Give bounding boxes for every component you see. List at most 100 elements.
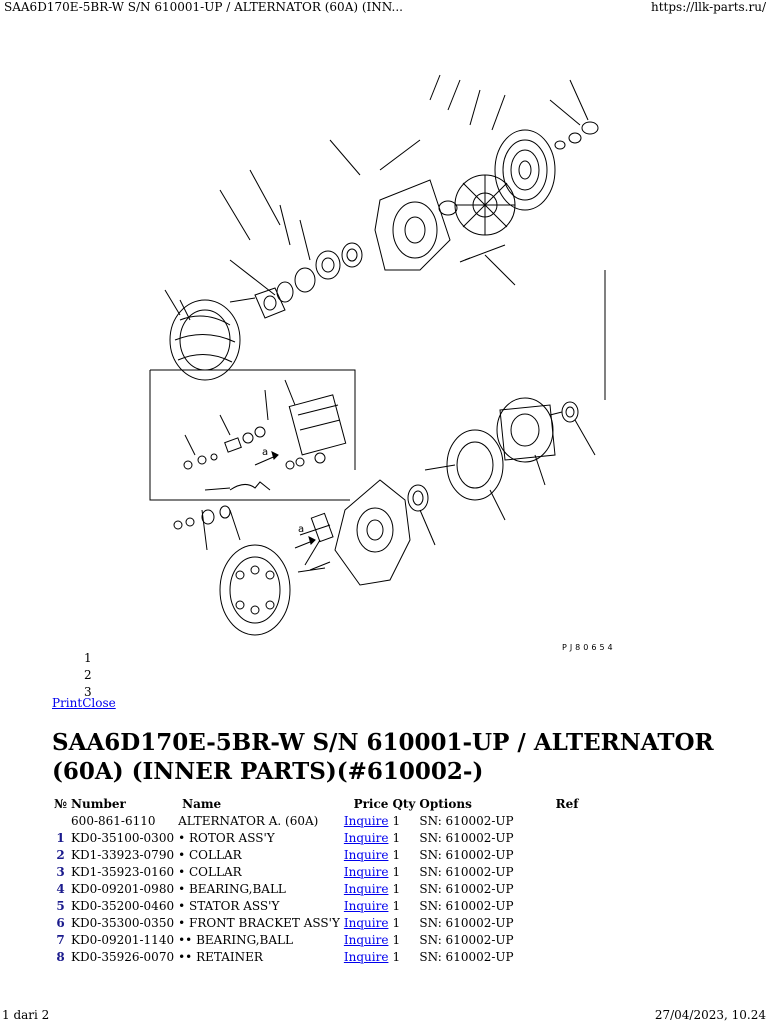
row-price-cell: Inquire <box>342 932 391 949</box>
row-ref-number: 6 <box>56 916 65 930</box>
diagram-page-item[interactable]: 1 <box>84 651 92 665</box>
diagram-page-list: 1 2 3 <box>60 650 92 701</box>
diagram-page-item[interactable]: 2 <box>84 668 92 682</box>
row-part-number: KD0-35100-0300 <box>71 831 175 845</box>
column-header-options: Options <box>419 797 472 811</box>
row-price-cell: Inquire <box>342 864 391 881</box>
row-part-name: • STATOR ASS'Y <box>178 899 280 913</box>
row-qty: 1 <box>392 831 401 845</box>
row-qty: 1 <box>392 848 401 862</box>
inquire-link[interactable]: Inquire <box>343 865 389 879</box>
row-part-number: KD0-35300-0350 <box>71 916 175 930</box>
print-close-links: PrintClose <box>52 696 116 710</box>
row-ref <box>516 915 581 932</box>
page-title: SAA6D170E-5BR-W S/N 610001-UP / ALTERNAT… <box>52 729 714 785</box>
parts-table: № Number Name Price Qty Options Ref 600-… <box>52 796 580 966</box>
print-header-title: SAA6D170E-5BR-W S/N 610001-UP / ALTERNAT… <box>4 0 403 14</box>
row-ref-number: 5 <box>56 899 65 913</box>
row-part-number: KD1-35923-0160 <box>71 865 175 879</box>
row-ref <box>516 881 581 898</box>
row-part-number: 600-861-6110 <box>71 814 156 828</box>
row-part-name: •• RETAINER <box>178 950 263 964</box>
row-ref <box>516 898 581 915</box>
inquire-link[interactable]: Inquire <box>343 950 389 964</box>
exploded-parts-diagram: a a PJ80654 <box>149 74 616 652</box>
row-ref-number: 7 <box>56 933 65 947</box>
inquire-link[interactable]: Inquire <box>343 831 389 845</box>
callout-a-upper: a <box>262 447 268 458</box>
row-options: SN: 610002-UP <box>419 899 514 913</box>
row-ref-number <box>52 813 69 830</box>
diagram-code: PJ80654 <box>562 643 616 652</box>
row-ref <box>516 830 581 847</box>
table-header-row: № Number Name Price Qty Options Ref <box>52 796 580 813</box>
inquire-link[interactable]: Inquire <box>343 848 389 862</box>
row-ref <box>516 813 581 830</box>
column-header-number: Number <box>71 797 126 811</box>
row-part-number: KD0-35200-0460 <box>71 899 175 913</box>
print-link[interactable]: Print <box>52 696 83 710</box>
row-ref <box>516 864 581 881</box>
row-options: SN: 610002-UP <box>419 848 514 862</box>
row-price-cell: Inquire <box>342 949 391 966</box>
inquire-link[interactable]: Inquire <box>343 882 389 896</box>
row-qty: 1 <box>392 865 401 879</box>
row-qty: 1 <box>392 950 401 964</box>
row-ref <box>516 932 581 949</box>
row-part-name: • BEARING,BALL <box>178 882 286 896</box>
column-header-ref: Ref <box>555 797 579 811</box>
row-price-cell: Inquire <box>342 847 391 864</box>
row-options: SN: 610002-UP <box>419 882 514 896</box>
row-part-name: • ROTOR ASS'Y <box>178 831 275 845</box>
print-header-url: https://llk-parts.ru/ <box>650 0 766 14</box>
row-options: SN: 610002-UP <box>419 814 514 828</box>
column-header-qty: Qty <box>392 797 416 811</box>
inquire-link[interactable]: Inquire <box>343 814 389 828</box>
row-options: SN: 610002-UP <box>419 865 514 879</box>
footer-datetime: 27/04/2023, 10.24 <box>654 1008 766 1022</box>
inquire-link[interactable]: Inquire <box>343 916 389 930</box>
row-options: SN: 610002-UP <box>419 950 514 964</box>
row-part-number: KD0-09201-1140 <box>71 933 175 947</box>
column-header-no: № <box>54 797 68 811</box>
row-price-cell: Inquire <box>342 813 391 830</box>
row-part-name: • FRONT BRACKET ASS'Y <box>178 916 340 930</box>
row-part-name: • COLLAR <box>178 848 242 862</box>
row-ref-number: 4 <box>56 882 65 896</box>
row-options: SN: 610002-UP <box>419 933 514 947</box>
row-qty: 1 <box>392 882 401 896</box>
row-part-number: KD0-09201-0980 <box>71 882 175 896</box>
row-price-cell: Inquire <box>342 830 391 847</box>
row-price-cell: Inquire <box>342 915 391 932</box>
inquire-link[interactable]: Inquire <box>343 899 389 913</box>
row-options: SN: 610002-UP <box>419 916 514 930</box>
column-header-name: Name <box>182 797 222 811</box>
row-part-name: •• BEARING,BALL <box>178 933 293 947</box>
diagram-page-item[interactable]: 3 <box>84 685 92 699</box>
row-qty: 1 <box>392 933 401 947</box>
row-qty: 1 <box>392 899 401 913</box>
column-header-price: Price <box>353 797 389 811</box>
row-ref-number: 1 <box>56 831 65 845</box>
inquire-link[interactable]: Inquire <box>343 933 389 947</box>
row-ref-number: 2 <box>56 848 65 862</box>
row-part-number: KD0-35926-0070 <box>71 950 175 964</box>
row-part-number: KD1-33923-0790 <box>71 848 175 862</box>
row-qty: 1 <box>392 916 401 930</box>
row-price-cell: Inquire <box>342 898 391 915</box>
row-ref <box>516 847 581 864</box>
close-link[interactable]: Close <box>82 696 116 710</box>
callout-a-lower: a <box>298 524 304 535</box>
row-ref-number: 3 <box>56 865 65 879</box>
row-qty: 1 <box>392 814 401 828</box>
row-price-cell: Inquire <box>342 881 391 898</box>
